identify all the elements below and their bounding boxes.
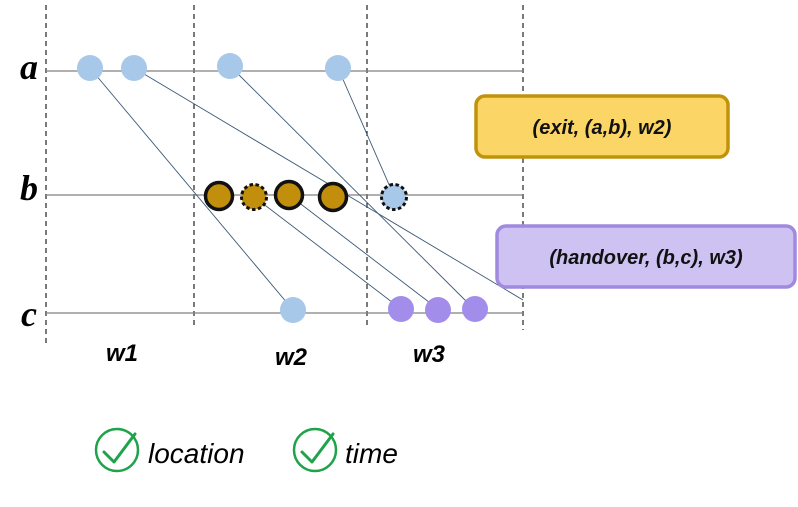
event-dot-dashed bbox=[380, 183, 408, 211]
lane-a-events bbox=[77, 53, 351, 81]
event-dot bbox=[325, 55, 351, 81]
connector bbox=[229, 65, 475, 310]
lane-label-a: a bbox=[20, 47, 38, 87]
exit-annotation: (exit, (a,b), w2) bbox=[474, 94, 730, 159]
event-dot bbox=[203, 180, 235, 212]
window-label-w2: w2 bbox=[275, 344, 308, 371]
event-dot bbox=[273, 179, 305, 211]
handover-box bbox=[495, 224, 797, 289]
event-dot bbox=[280, 297, 306, 323]
window-separators bbox=[45, 5, 524, 345]
location-label: location bbox=[148, 438, 245, 469]
handover-box-text: (handover, (b,c), w3) bbox=[549, 247, 743, 269]
location-check: location bbox=[94, 427, 245, 473]
handover-annotation: (handover, (b,c), w3) bbox=[495, 224, 797, 289]
connector bbox=[337, 67, 395, 197]
event-dot bbox=[121, 55, 147, 81]
time-label: time bbox=[345, 438, 398, 469]
check-circle-icon bbox=[292, 427, 338, 473]
event-dot-dashed bbox=[240, 183, 268, 211]
event-dot bbox=[462, 296, 488, 322]
connector bbox=[252, 195, 402, 310]
window-label-w3: w3 bbox=[413, 341, 446, 368]
event-dot bbox=[388, 296, 414, 322]
event-dot bbox=[217, 53, 243, 79]
lane-label-c: c bbox=[21, 294, 37, 334]
connectors bbox=[89, 65, 524, 311]
exit-box-text: (exit, (a,b), w2) bbox=[533, 117, 672, 139]
connector bbox=[89, 67, 294, 311]
checkmark-icon bbox=[300, 432, 335, 464]
exit-box bbox=[474, 94, 730, 159]
time-check: time bbox=[292, 427, 398, 473]
connector bbox=[288, 194, 439, 310]
lane-label-b: b bbox=[20, 168, 38, 208]
check-circle-icon bbox=[94, 427, 140, 473]
checkmark-icon bbox=[102, 432, 137, 464]
event-dot bbox=[77, 55, 103, 81]
window-label-w1: w1 bbox=[106, 340, 138, 367]
lane-c-events bbox=[280, 296, 488, 323]
lane-b-events bbox=[203, 179, 408, 213]
event-dot bbox=[317, 181, 349, 213]
event-dot bbox=[425, 297, 451, 323]
